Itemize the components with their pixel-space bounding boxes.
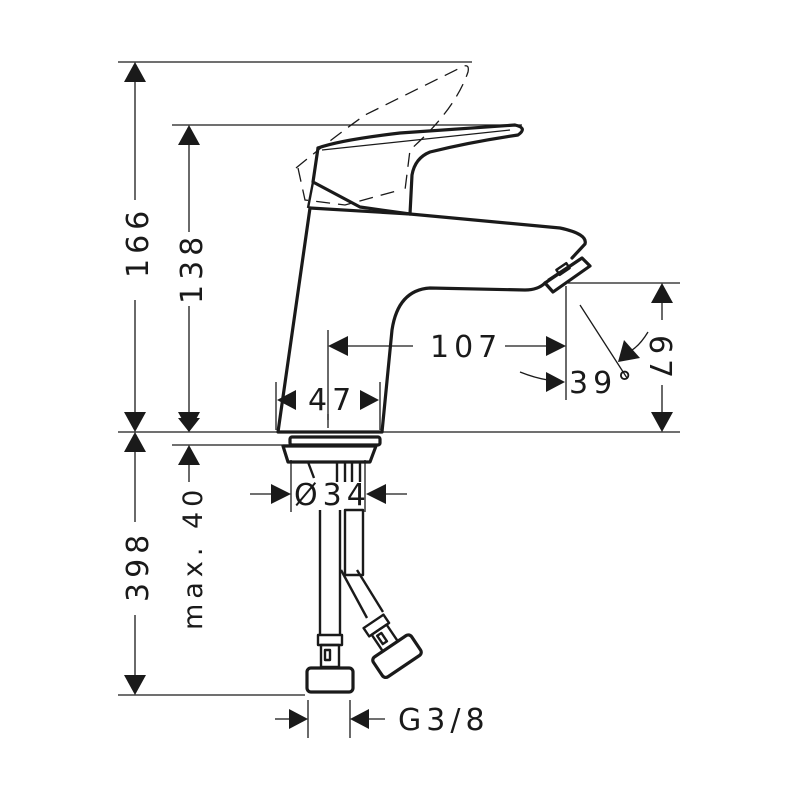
arrow-right-icon [360,390,379,410]
spout-top-height-label: 138 [175,232,210,304]
arrow-up-icon [178,445,200,465]
arrow-down-icon [651,412,673,432]
handle-open-position-dashed [295,65,469,206]
mounting-diameter-label: Ø34 [294,478,371,513]
arrow-up-icon [124,62,146,82]
arrow-left-icon [328,336,348,356]
arrow-down-icon [124,675,146,695]
dimension-spout-angle: 39° [519,304,649,401]
supply-hoses [305,508,423,694]
total-height-label: 166 [121,206,156,278]
dimension-connection-thread: G3/8 [275,700,490,738]
dimension-spout-top-height: 138 [172,124,522,432]
arrow-left-icon [277,390,296,410]
mounting-flange [281,435,382,482]
arrow-right-icon [546,336,566,356]
arrow-left-icon [366,484,386,504]
spout-reach-label: 107 [430,330,502,365]
dimension-max-deck-thickness: max. 40 [172,418,290,630]
arrow-up-icon [124,432,146,452]
arrow-right-icon [289,709,308,729]
dimension-spout-outlet-height: 67 [568,282,680,432]
outlet-height-label: 67 [642,335,677,383]
arrow-down-icon [178,418,200,432]
spout-aerator [543,256,592,294]
arrow-up-icon [651,283,673,303]
arrow-right-icon [271,484,291,504]
dimension-body-width: 47 [275,382,381,430]
dimension-mounting-diameter: Ø34 [250,460,407,513]
dimension-below-deck-length: 398 [118,432,305,696]
faucet-handle [306,123,524,216]
connection-thread-label: G3/8 [398,703,490,738]
arrow-right-icon [546,372,565,392]
arrow-left-icon [350,709,369,729]
body-width-label: 47 [308,383,356,418]
dimension-spout-reach: 107 [327,286,567,420]
faucet-body [276,206,587,434]
below-deck-length-label: 398 [121,530,156,602]
arrow-down-left-icon [618,340,640,362]
arrow-up-icon [178,125,200,145]
spout-angle-label: 39° [569,366,637,401]
max-deck-thickness-label: max. 40 [178,485,209,630]
arrow-down-icon [124,412,146,432]
dimension-total-height: 166 [118,61,472,432]
